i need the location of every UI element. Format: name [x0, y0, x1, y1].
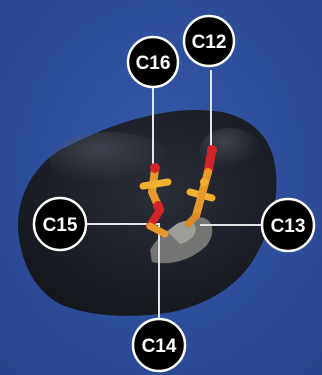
label-c14-text: C14 [142, 336, 177, 357]
label-c12: C12 [182, 14, 236, 68]
label-c12-text: C12 [192, 32, 227, 53]
label-c16: C16 [126, 35, 180, 89]
ligand-left [139, 163, 172, 238]
surface-highlight [50, 132, 170, 188]
label-c14: C14 [131, 317, 187, 373]
label-c13: C13 [260, 197, 316, 253]
label-c16-text: C16 [136, 53, 171, 74]
label-c13-text: C13 [271, 216, 306, 237]
ligand-right [184, 145, 217, 228]
label-c15: C15 [32, 196, 88, 252]
surface-highlight [200, 128, 260, 172]
label-c15-text: C15 [43, 215, 78, 236]
